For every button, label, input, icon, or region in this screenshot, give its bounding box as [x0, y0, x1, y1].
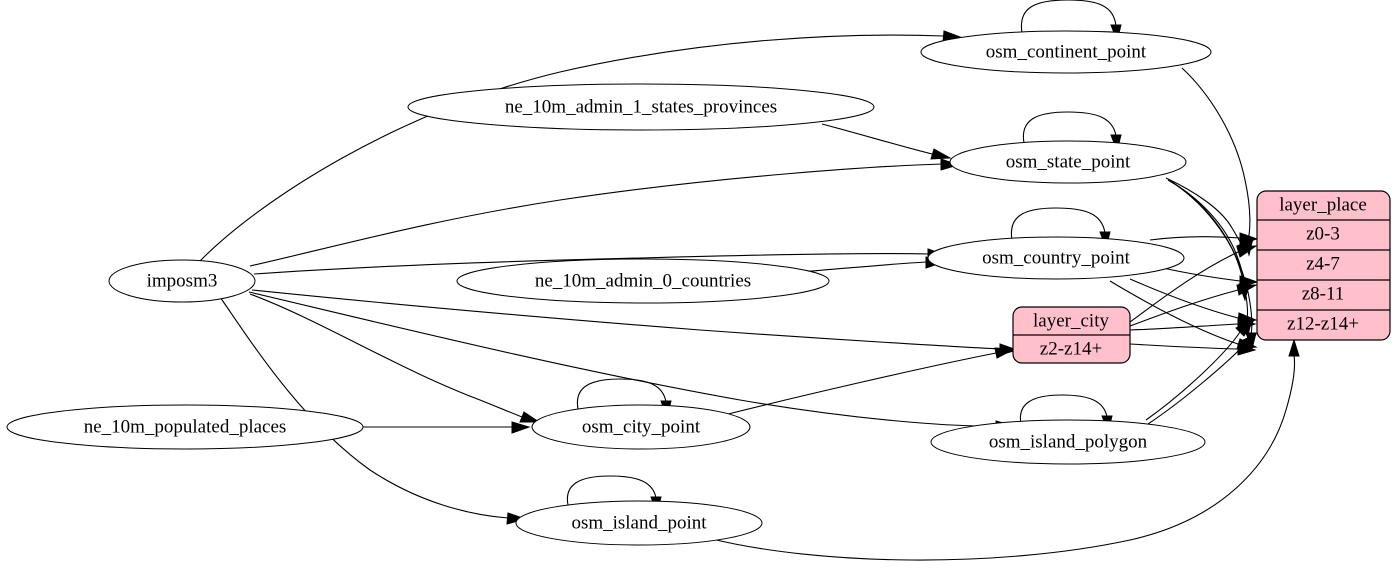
- edge-osm-country-point-to-layer-place-z4-7: [1162, 267, 1259, 288]
- edge-osm-island-polygon-to-layer-place-z12-z14: [1147, 332, 1258, 425]
- node-ne-10m-populated-places-label: ne_10m_populated_places: [84, 416, 287, 437]
- edge-imposm3-to-osm-state-point: [249, 158, 960, 267]
- edge-osm-country-point-to-layer-place-z0-3: [1149, 232, 1259, 245]
- record-layer-place-header: layer_place: [1279, 194, 1367, 215]
- edge-imposm3-to-osm-city-point: [249, 293, 541, 423]
- node-osm-state-point[interactable]: osm_state_point: [949, 140, 1187, 184]
- node-ne-10m-admin-1-states-provinces[interactable]: ne_10m_admin_1_states_provinces: [407, 83, 875, 131]
- record-layer-place-row-z0-3[interactable]: z0-3: [1306, 223, 1340, 244]
- edge-osm-island-point-to-layer-place-z12-z14: [707, 338, 1300, 561]
- edge-osm-island-polygon-to-layer-place-z8-11: [1145, 318, 1256, 421]
- node-imposm3[interactable]: imposm3: [108, 259, 256, 303]
- node-osm-island-polygon-label: osm_island_polygon: [989, 431, 1148, 452]
- record-layer-place[interactable]: layer_place z0-3 z4-7 z8-11 z12-z14+: [1256, 190, 1391, 341]
- record-layer-place-row-z12-z14[interactable]: z12-z14+: [1287, 313, 1359, 334]
- record-layer-city[interactable]: layer_city z2-z14+: [1012, 306, 1131, 364]
- node-osm-country-point[interactable]: osm_country_point: [927, 236, 1185, 280]
- record-layer-place-row-z4-7[interactable]: z4-7: [1306, 253, 1340, 274]
- node-osm-continent-point[interactable]: osm_continent_point: [920, 30, 1212, 74]
- record-layer-place-row-z8-11[interactable]: z8-11: [1302, 283, 1345, 304]
- node-imposm3-label: imposm3: [147, 270, 218, 291]
- record-layer: layer_city z2-z14+ layer_place z0-3 z4-7…: [1012, 190, 1391, 364]
- node-osm-continent-point-label: osm_continent_point: [986, 41, 1147, 62]
- edge-osm-state-point-to-layer-place-z4-7: [1167, 179, 1250, 302]
- node-osm-country-point-label: osm_country_point: [982, 247, 1130, 268]
- node-ne-10m-admin-1-states-provinces-label: ne_10m_admin_1_states_provinces: [505, 96, 777, 117]
- node-ne-10m-admin-0-countries[interactable]: ne_10m_admin_0_countries: [456, 258, 830, 304]
- edge-ne-countries-to-osm-country-point: [799, 256, 945, 273]
- node-osm-state-point-label: osm_state_point: [1006, 151, 1131, 172]
- record-layer-city-header: layer_city: [1033, 310, 1109, 331]
- edge-osm-city-point-to-layer-city: [723, 347, 1016, 416]
- edge-layer-city-to-layer-place-z4-7: [1129, 284, 1258, 327]
- node-osm-city-point[interactable]: osm_city_point: [531, 404, 751, 450]
- edge-layer-city-to-layer-place-z0-3: [1129, 245, 1258, 323]
- record-layer-city-row-z2-z14[interactable]: z2-z14+: [1040, 338, 1102, 359]
- node-layer: imposm3 ne_10m_admin_1_states_provinces …: [6, 30, 1212, 546]
- edge-ne-states-provinces-to-osm-state-point: [821, 123, 952, 160]
- edge-ne-populated-places-to-osm-city-point: [362, 421, 531, 434]
- edge-osm-continent-point-to-layer-place-z0-3: [1181, 67, 1254, 257]
- node-osm-island-point-label: osm_island_point: [571, 512, 707, 533]
- node-osm-city-point-label: osm_city_point: [582, 416, 701, 437]
- edge-imposm3-to-osm-continent-point: [199, 30, 962, 262]
- edge-layer: [199, 0, 1300, 561]
- node-ne-10m-populated-places[interactable]: ne_10m_populated_places: [6, 404, 364, 450]
- node-osm-island-point[interactable]: osm_island_point: [515, 500, 763, 546]
- node-osm-island-polygon[interactable]: osm_island_polygon: [930, 419, 1206, 465]
- node-ne-10m-admin-0-countries-label: ne_10m_admin_0_countries: [535, 270, 751, 291]
